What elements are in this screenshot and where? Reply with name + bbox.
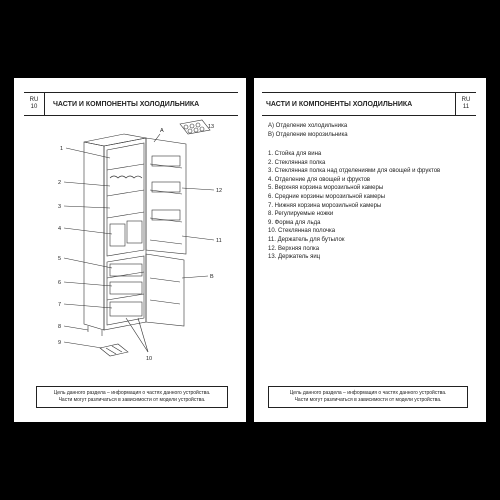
left-page-number: 10 bbox=[30, 104, 38, 110]
callout-B: B bbox=[210, 274, 214, 280]
right-lang: RU bbox=[461, 97, 471, 103]
fridge-diagram: 1 2 3 4 5 6 7 8 9 10 11 12 13 A B bbox=[58, 119, 222, 362]
list-item: 9. Форма для льда bbox=[268, 219, 321, 226]
callout-9: 9 bbox=[58, 340, 61, 346]
right-page-title: ЧАСТИ И КОМПОНЕНТЫ ХОЛОДИЛЬНИКА bbox=[266, 100, 413, 108]
list-item: 6. Средние корзины морозильной камеры bbox=[268, 193, 386, 200]
list-item: 4. Отделение для овощей и фруктов bbox=[268, 176, 371, 183]
left-header: RU 10 ЧАСТИ И КОМПОНЕНТЫ ХОЛОДИЛЬНИКА bbox=[24, 92, 238, 116]
right-page-box: RU 11 bbox=[455, 93, 476, 115]
callout-3: 3 bbox=[58, 204, 61, 210]
parts-list: 1. Стойка для вина 2. Стеклянная полка 3… bbox=[268, 150, 440, 262]
left-note-line2: Части могут различаться в зависимости от… bbox=[58, 397, 206, 403]
right-page-number: 11 bbox=[462, 104, 470, 110]
callout-10: 10 bbox=[146, 356, 152, 362]
callout-6: 6 bbox=[58, 280, 61, 286]
callout-12: 12 bbox=[216, 188, 222, 194]
right-note-line1: Цель данного раздела – информация о част… bbox=[289, 390, 447, 396]
list-item: 5. Верхняя корзина морозильной камеры bbox=[268, 185, 384, 192]
callout-2: 2 bbox=[58, 180, 61, 186]
right-note-box: Цель данного раздела – информация о част… bbox=[268, 386, 468, 408]
left-note-box: Цель данного раздела – информация о част… bbox=[36, 386, 228, 408]
callout-4: 4 bbox=[58, 226, 61, 232]
callout-1: 1 bbox=[60, 146, 63, 152]
compartment-legend: A) Отделение холодильника B) Отделение м… bbox=[268, 122, 348, 140]
left-note-line1: Цель данного раздела – информация о част… bbox=[53, 390, 211, 396]
list-item: 7. Нижняя корзина морозильной камеры bbox=[268, 202, 382, 209]
list-item: 10. Стеклянная полочка bbox=[268, 228, 336, 235]
callout-7: 7 bbox=[58, 302, 61, 308]
left-page: RU 10 ЧАСТИ И КОМПОНЕНТЫ ХОЛОДИЛЬНИКА bbox=[14, 78, 246, 422]
list-item: 11. Держатель для бутылок bbox=[268, 236, 345, 243]
left-page-box: RU 10 bbox=[24, 93, 45, 115]
list-item: 8. Регулируемые ножки bbox=[268, 211, 334, 218]
list-item: 12. Верхняя полка bbox=[268, 245, 320, 252]
callout-13: 13 bbox=[208, 124, 214, 130]
list-item: 3. Стеклянная полка над отделениями для … bbox=[268, 168, 441, 175]
list-item: 1. Стойка для вина bbox=[268, 151, 322, 157]
list-item: 13. Держатель яиц bbox=[268, 254, 321, 261]
callout-5: 5 bbox=[58, 256, 61, 262]
right-header: ЧАСТИ И КОМПОНЕНТЫ ХОЛОДИЛЬНИКА RU 11 bbox=[262, 92, 476, 116]
right-page: ЧАСТИ И КОМПОНЕНТЫ ХОЛОДИЛЬНИКА RU 11 A)… bbox=[254, 78, 486, 422]
compartment-b: B) Отделение морозильника bbox=[268, 132, 348, 138]
callout-A: A bbox=[160, 128, 164, 134]
right-note-line2: Части могут различаться в зависимости от… bbox=[294, 397, 442, 403]
list-item: 2. Стеклянная полка bbox=[268, 159, 326, 166]
compartment-a: A) Отделение холодильника bbox=[268, 123, 348, 129]
left-lang: RU bbox=[29, 97, 39, 103]
left-page-title: ЧАСТИ И КОМПОНЕНТЫ ХОЛОДИЛЬНИКА bbox=[53, 100, 200, 108]
callout-11: 11 bbox=[216, 238, 222, 244]
callout-8: 8 bbox=[58, 324, 61, 330]
